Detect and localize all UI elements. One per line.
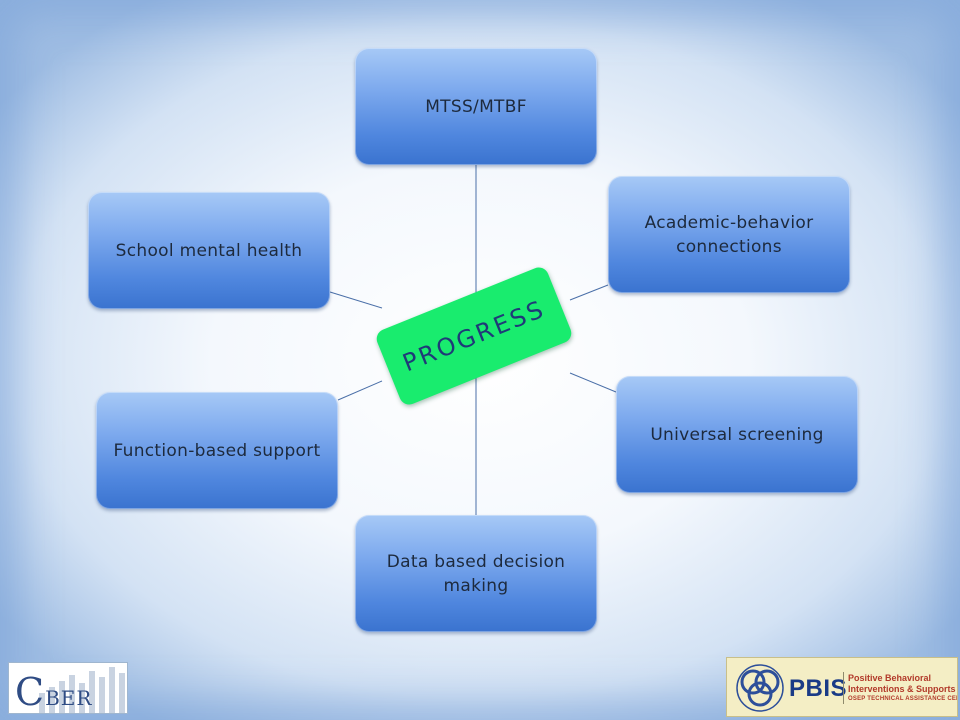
pbis-subtitle: OSEP TECHNICAL ASSISTANCE CENTER — [848, 696, 957, 702]
pbis-rings-icon — [736, 664, 784, 712]
pbis-tagline-line1: Positive Behavioral — [848, 673, 932, 683]
node-academic-behavior-connections: Academic-behavior connections — [608, 176, 850, 293]
node-mtss-mtbf: MTSS/MTBF — [355, 48, 597, 165]
pbis-logo: PBIS Positive Behavioral Interventions &… — [726, 657, 958, 717]
pbis-divider — [843, 672, 844, 704]
node-label: Academic-behavior connections — [644, 212, 814, 257]
connector-universal — [569, 372, 617, 393]
connector-function — [337, 380, 383, 401]
pbis-wordmark: PBIS — [789, 675, 848, 702]
connector-academic — [569, 284, 609, 301]
node-label: Universal screening — [650, 424, 824, 445]
node-label: School mental health — [115, 240, 303, 261]
node-universal-screening: Universal screening — [616, 376, 858, 493]
pbis-tagline-line2: Interventions & Supports — [848, 684, 956, 694]
cber-rest: BER — [45, 686, 93, 710]
cber-bar-graphic — [39, 667, 125, 713]
cber-logo: CBER — [8, 662, 128, 714]
cber-initial: C — [15, 670, 46, 714]
node-label: Data based decision making — [386, 551, 566, 596]
node-label: MTSS/MTBF — [425, 96, 527, 117]
pbis-tagline: Positive Behavioral Interventions & Supp… — [848, 673, 957, 704]
node-data-based-decision-making: Data based decision making — [355, 515, 597, 632]
cber-wordmark: CBER — [15, 673, 92, 711]
node-label: Function-based support — [113, 440, 321, 461]
node-function-based-support: Function-based support — [96, 392, 338, 509]
node-school-mental-health: School mental health — [88, 192, 330, 309]
connector-school — [329, 291, 383, 309]
